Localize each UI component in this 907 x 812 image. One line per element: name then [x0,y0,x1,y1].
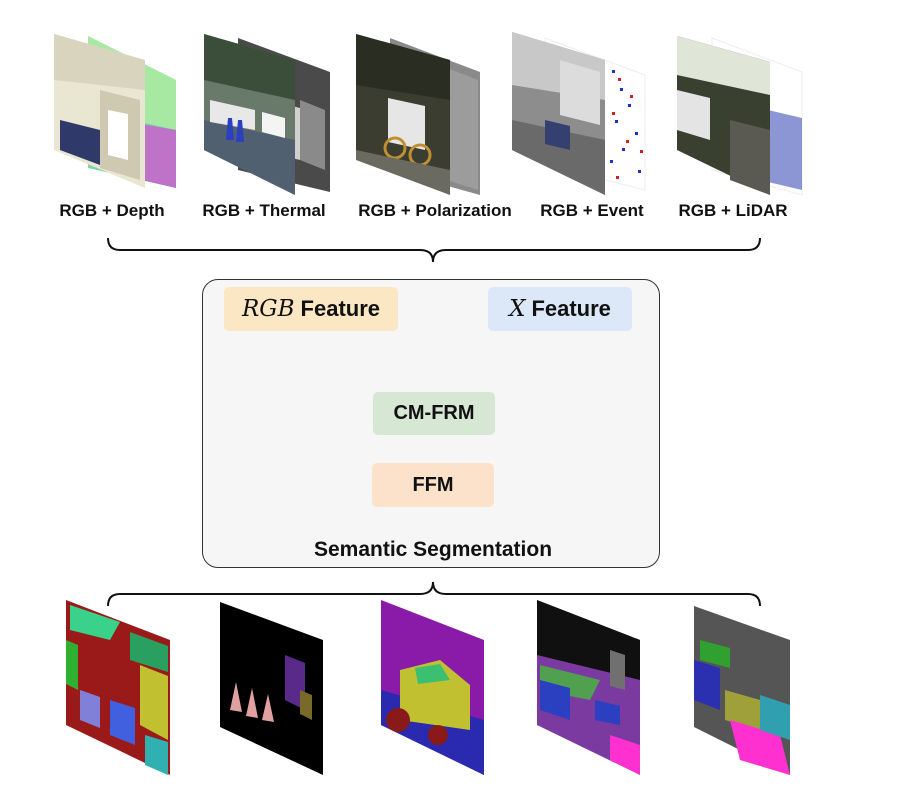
input-pair-depth [54,34,176,188]
modality-label-thermal: RGB + Thermal [202,201,326,220]
modality-label-lidar: RGB + LiDAR [678,201,788,220]
rgb-feature-box: RGB Feature [224,287,398,331]
top-brace [107,237,761,263]
rgb-feature-word: Feature [300,296,381,321]
input-pair-polarization [356,34,480,195]
x-feature-box: X Feature [488,287,632,331]
input-pair-thermal [204,34,330,195]
ffm-box: FFM [372,463,494,507]
segmentation-output-depth [66,600,170,775]
segmentation-output-polarization [381,600,484,775]
bottom-brace [107,581,761,607]
cm-frm-box: CM-FRM [373,392,495,435]
modality-label-polarization: RGB + Polarization [358,201,512,220]
input-pair-event [512,32,646,195]
modality-label-event: RGB + Event [540,201,644,220]
rgb-math-symbol: RGB [241,296,295,322]
input-pair-lidar [677,36,803,196]
x-math-symbol: X [509,296,526,322]
segmentation-output-lidar [694,606,790,775]
x-feature-word: Feature [531,296,611,321]
semantic-segmentation-label: Semantic Segmentation [313,538,553,561]
segmentation-output-event [537,600,640,775]
segmentation-output-thermal [220,602,323,775]
modality-label-depth: RGB + Depth [59,201,165,220]
